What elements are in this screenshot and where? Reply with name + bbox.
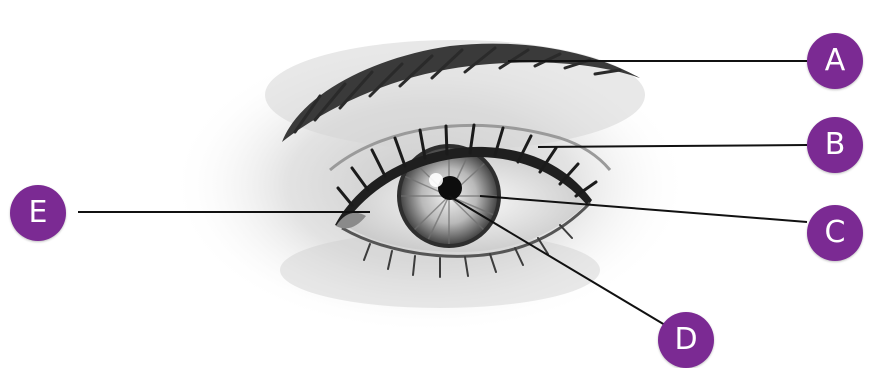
label-badge-b: B <box>807 117 863 173</box>
label-badge-c: C <box>807 205 863 261</box>
label-badge-e: E <box>10 185 66 241</box>
eye-highlight <box>429 173 443 187</box>
label-badge-a: A <box>807 33 863 89</box>
eye-illustration <box>170 35 690 335</box>
label-badge-d: D <box>658 312 714 368</box>
